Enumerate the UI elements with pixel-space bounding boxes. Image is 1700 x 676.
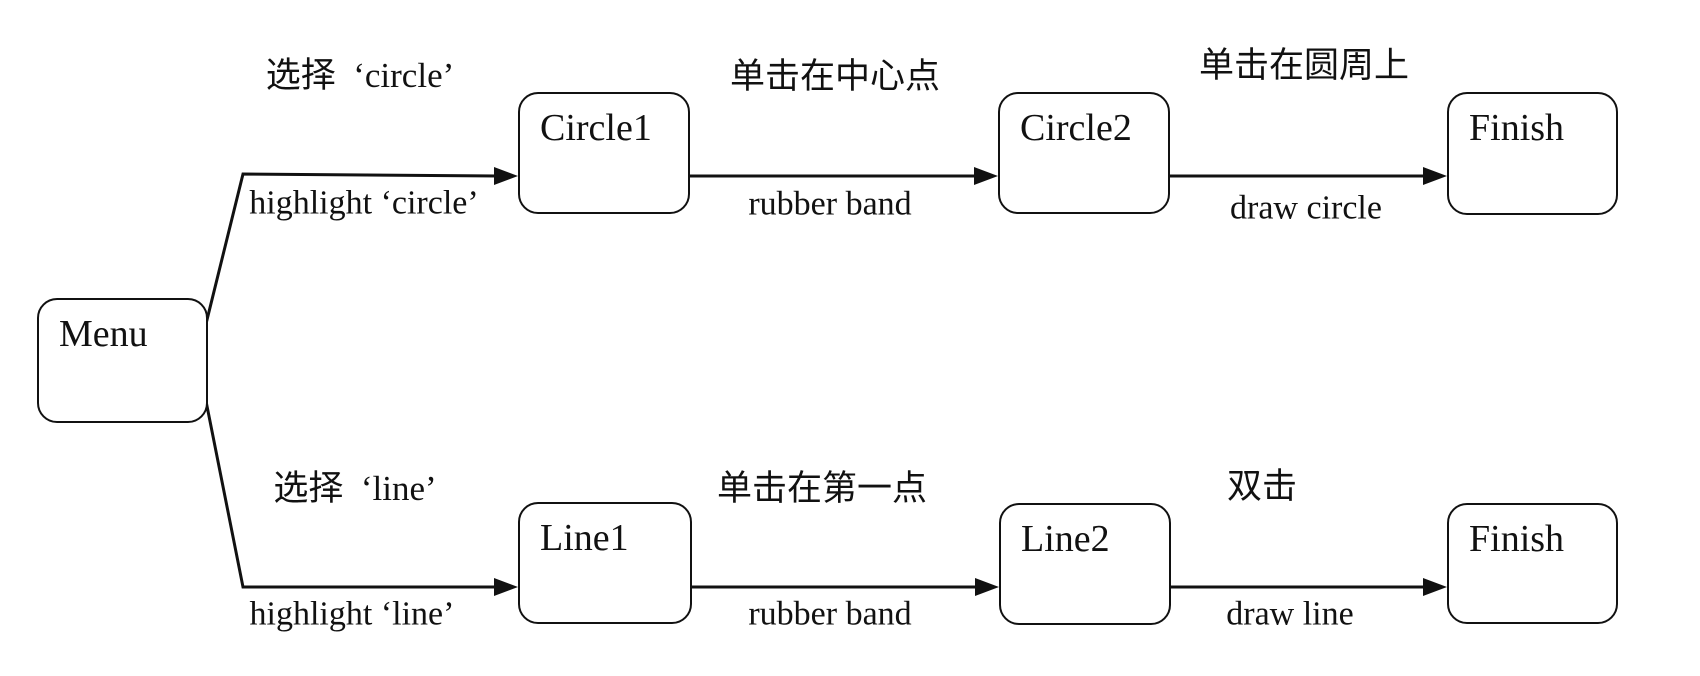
edge-line2-finish-event-label: 双击 (1226, 466, 1298, 506)
edge-circle1-circle2-action-label: rubber band (748, 185, 912, 223)
node-finish-bottom: Finish (1447, 503, 1618, 624)
node-line2: Line2 (999, 503, 1171, 625)
edge-line2-finish-arrowhead (1423, 578, 1447, 596)
edge-menu-circle1-line (201, 172, 499, 337)
node-line2-label: Line2 (1021, 518, 1110, 560)
node-circle1: Circle1 (518, 92, 690, 214)
node-finish-bottom-label: Finish (1469, 518, 1565, 560)
edge-circle1-circle2-event-label: 单击在中心点 (729, 56, 941, 96)
node-menu-label: Menu (59, 313, 148, 355)
edge-menu-circle1-arrowhead (494, 167, 518, 185)
edge-menu-circle1-event-label: 选择 ‘circle’ (265, 55, 455, 95)
node-finish-top: Finish (1447, 92, 1618, 215)
edge-menu-line1-event-label: 选择 ‘line’ (273, 468, 437, 508)
edge-circle2-finish-arrowhead (1423, 167, 1447, 185)
edge-circle2-finish-event-label: 单击在圆周上 (1198, 45, 1410, 85)
edge-circle1-circle2-arrowhead (974, 167, 998, 185)
edge-menu-line1-line (201, 385, 498, 589)
node-finish-top-label: Finish (1469, 107, 1565, 149)
node-line1-label: Line1 (540, 517, 629, 559)
node-menu: Menu (37, 298, 208, 423)
edge-circle2-finish-action-label: draw circle (1230, 189, 1382, 227)
edge-line1-line2-action-label: rubber band (748, 595, 912, 633)
edge-line2-finish-action-label: draw line (1226, 595, 1354, 633)
edge-menu-circle1-action-label: highlight ‘circle’ (249, 184, 479, 222)
edge-menu-line1-arrowhead (494, 578, 518, 596)
node-circle2-label: Circle2 (1020, 107, 1132, 149)
node-line1: Line1 (518, 502, 692, 624)
edge-line1-line2-event-label: 单击在第一点 (716, 468, 928, 508)
edge-menu-line1-action-label: highlight ‘line’ (249, 595, 455, 633)
node-circle2: Circle2 (998, 92, 1170, 214)
edge-line1-line2-arrowhead (975, 578, 999, 596)
node-circle1-label: Circle1 (540, 107, 652, 149)
